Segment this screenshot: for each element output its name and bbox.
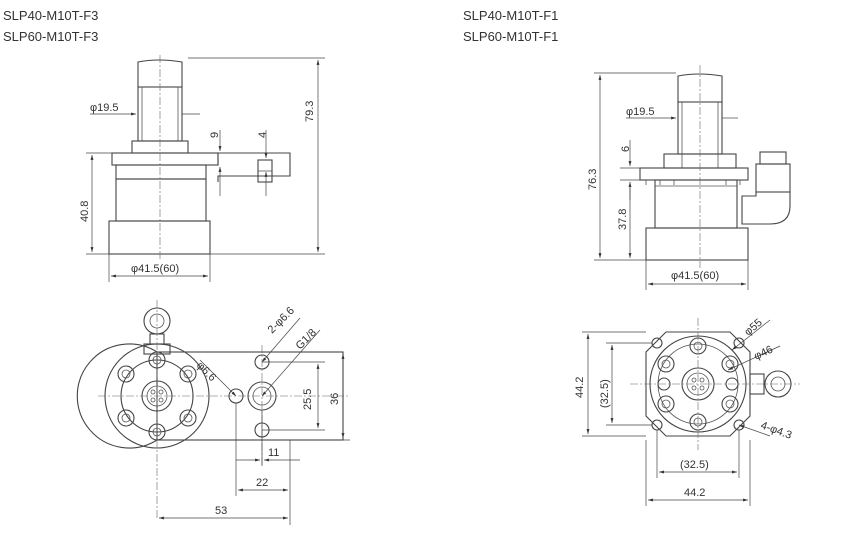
right-model-titles: SLP40-M10T-F1 SLP60-M10T-F1 — [463, 8, 558, 50]
left-side-view: φ19.5 79.3 40.8 φ41.5(60) 9 4 — [79, 55, 325, 282]
dim-left-36: 36 — [329, 393, 341, 405]
dim-right-body-diameter: φ41.5(60) — [671, 270, 719, 282]
model-name-sl60-f1: SLP60-M10T-F1 — [463, 29, 559, 44]
dim-left-holes: 2-φ6.6 — [266, 305, 297, 336]
dim-left-diameter-small: φ19.5 — [90, 102, 119, 114]
dim-right-diameter-small: φ19.5 — [626, 106, 655, 118]
dim-left-body-diameter: φ41.5(60) — [131, 263, 179, 275]
right-top-view: 44.2 (32.5) (32.5) 44.2 φ55 φ46 4-φ4.3 — [574, 317, 800, 506]
dim-right-44-2-horizontal: 44.2 — [684, 487, 705, 499]
dim-right-total-height: 76.3 — [587, 169, 599, 190]
dim-right-32-5-vertical: (32.5) — [599, 379, 611, 408]
model-name-sl40-f3: SLP40-M10T-F3 — [3, 8, 99, 23]
dim-left-53: 53 — [215, 505, 227, 517]
dim-left-22: 22 — [256, 477, 268, 489]
dim-right-6: 6 — [620, 146, 632, 152]
dim-left-total-height: 79.3 — [304, 101, 316, 122]
dim-left-port: G1/8 — [294, 327, 319, 352]
dim-right-d55: φ55 — [742, 317, 765, 339]
dim-left-25-5: 25.5 — [302, 389, 314, 410]
model-name-sl60-f3: SLP60-M10T-F3 — [3, 29, 99, 44]
left-top-view: 36 25.5 11 22 53 φ6.6 2-φ6.6 G1/8 — [76, 300, 350, 525]
dim-left-9: 9 — [209, 132, 221, 138]
dim-right-body-height: 37.8 — [617, 209, 629, 230]
dim-right-holes: 4-φ4.3 — [759, 420, 793, 442]
dim-right-32-5-horizontal: (32.5) — [680, 459, 709, 471]
dim-left-4: 4 — [257, 132, 269, 138]
right-side-view: φ19.5 76.3 6 37.8 φ41.5(60) — [587, 65, 791, 290]
dim-left-11: 11 — [268, 447, 279, 459]
dim-left-body-height: 40.8 — [79, 201, 91, 222]
dim-right-d46: φ46 — [752, 344, 775, 363]
left-model-titles: SLP40-M10T-F3 SLP60-M10T-F3 — [3, 8, 98, 50]
dim-right-44-2-vertical: 44.2 — [574, 377, 586, 398]
model-name-sl40-f1: SLP40-M10T-F1 — [463, 8, 559, 23]
